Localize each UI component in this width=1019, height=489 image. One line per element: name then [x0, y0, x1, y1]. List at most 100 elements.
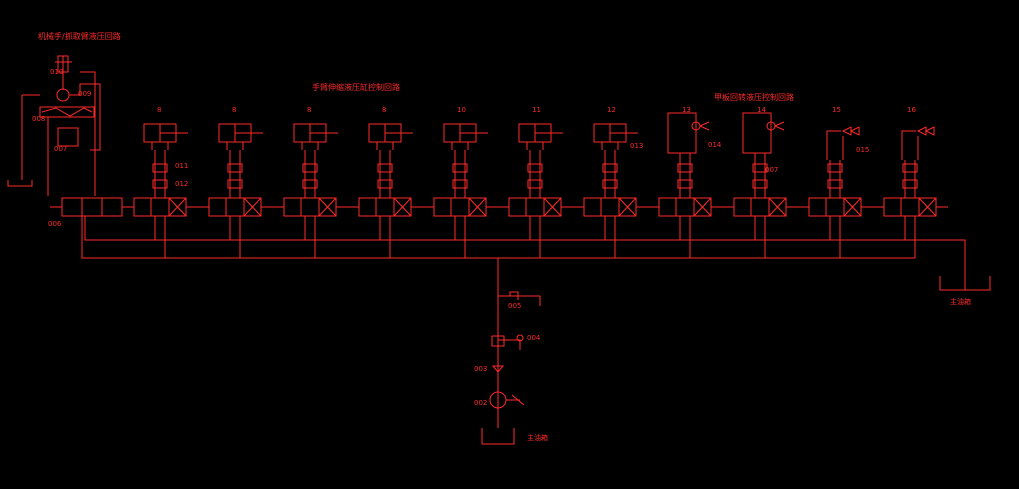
- check-valve-upper: [602, 163, 618, 173]
- valve-010-body: [57, 55, 69, 73]
- directional-valve: [883, 197, 937, 217]
- check-valve-upper: [827, 163, 843, 173]
- rotary-body: [667, 112, 697, 154]
- cylinder-rod: [159, 124, 188, 142]
- check-valve-upper: [752, 163, 768, 173]
- gauge-004-line: [498, 339, 521, 350]
- cylinder-rod: [459, 124, 488, 142]
- cylinder-ports: [226, 142, 244, 150]
- label-004: 004: [527, 334, 541, 342]
- directional-valve: [808, 197, 862, 217]
- header-drops: [454, 216, 466, 258]
- cylinder-rod: [384, 124, 413, 142]
- schematic-lines: [7, 55, 991, 445]
- title-rotary: 甲板回转液压控制回路: [714, 92, 794, 102]
- label-005: 005: [508, 302, 521, 310]
- rotary-shaft: [699, 121, 710, 131]
- directional-valve: [433, 197, 487, 217]
- feed-lines: [304, 150, 316, 198]
- filter-005: [491, 335, 505, 347]
- check-valve-upper: [227, 163, 243, 173]
- check-valve-upper: [302, 163, 318, 173]
- valve-cells: [300, 197, 337, 217]
- directional-valve: [583, 197, 637, 217]
- motor-symbol: [916, 126, 935, 136]
- top-label-11: 16: [907, 106, 916, 114]
- actuator-section-4: [347, 123, 423, 258]
- cylinder-rod: [309, 124, 338, 142]
- actuator-section-10: [797, 126, 873, 258]
- cylinder-ports: [151, 142, 169, 150]
- actuator-section-8: [647, 112, 723, 258]
- valve-cells: [750, 197, 787, 217]
- label-010: 010: [50, 68, 63, 76]
- check-valve-upper: [677, 163, 693, 173]
- header-drops: [679, 216, 691, 258]
- actuator-section-11: [872, 126, 948, 258]
- feed-lines: [829, 160, 841, 198]
- directional-valve: [208, 197, 262, 217]
- label-008: 008: [32, 115, 45, 123]
- gauge-004: [516, 334, 524, 342]
- top-label-5: 10: [457, 106, 466, 114]
- feed-lines: [529, 150, 541, 198]
- top-label-2: 8: [232, 106, 236, 114]
- check-valve-upper: [452, 163, 468, 173]
- check-valve-lower: [377, 179, 393, 189]
- check-valve-lower: [752, 179, 768, 189]
- label-007b: 007: [765, 166, 778, 174]
- directional-valve: [508, 197, 562, 217]
- feed-lines: [229, 150, 241, 198]
- check-valve-lower: [452, 179, 468, 189]
- check-valve-upper: [152, 163, 168, 173]
- valve-cells: [225, 197, 262, 217]
- tank-left: [7, 94, 40, 187]
- valve-007: [57, 127, 79, 147]
- header-drops: [304, 216, 316, 258]
- header-drops: [529, 216, 541, 258]
- main-tank-bottom: [481, 428, 515, 445]
- main-tank-right: [939, 276, 991, 291]
- check-valve-lower: [827, 179, 843, 189]
- cylinder-ports: [526, 142, 544, 150]
- motor-lines: [901, 130, 919, 160]
- valve-cells: [825, 197, 862, 217]
- label-012: 012: [175, 180, 188, 188]
- header-drops: [379, 216, 391, 258]
- feed-lines: [904, 160, 916, 198]
- actuator-section-5: [422, 123, 498, 258]
- cylinder-rod: [534, 124, 563, 142]
- header-drops: [604, 216, 616, 258]
- valve-008: [39, 106, 95, 118]
- label-003: 003: [474, 365, 487, 373]
- motor-009: [56, 88, 70, 102]
- directional-valve: [358, 197, 412, 217]
- check-valve-upper: [377, 163, 393, 173]
- top-label-3: 8: [307, 106, 311, 114]
- feed-lines: [379, 150, 391, 198]
- check-valve-lower: [677, 179, 693, 189]
- feed-lines: [754, 153, 766, 198]
- pressure-header: [81, 216, 915, 259]
- check-valve-lower: [227, 179, 243, 189]
- actuator-section-1: [122, 123, 198, 258]
- label-007: 007: [54, 145, 67, 153]
- valve-cells: [525, 197, 562, 217]
- label-002: 002: [474, 399, 487, 407]
- actuator-section-3: [272, 123, 348, 258]
- valve-cells: [375, 197, 412, 217]
- relief-branch: [498, 291, 541, 306]
- tank-label-right: 主油箱: [950, 297, 971, 306]
- valve-008-spring: [41, 107, 93, 117]
- top-label-10: 15: [832, 106, 841, 114]
- label-006: 006: [48, 220, 62, 228]
- cylinder-ports: [601, 142, 619, 150]
- header-drops: [829, 216, 841, 258]
- actuator-section-7: [572, 123, 648, 258]
- actuator-section-9: [722, 112, 798, 258]
- directional-valve: [283, 197, 337, 217]
- valve-006: [61, 197, 123, 217]
- valve-cells: [450, 197, 487, 217]
- motor-009-line: [69, 83, 101, 151]
- header-drops: [154, 216, 166, 258]
